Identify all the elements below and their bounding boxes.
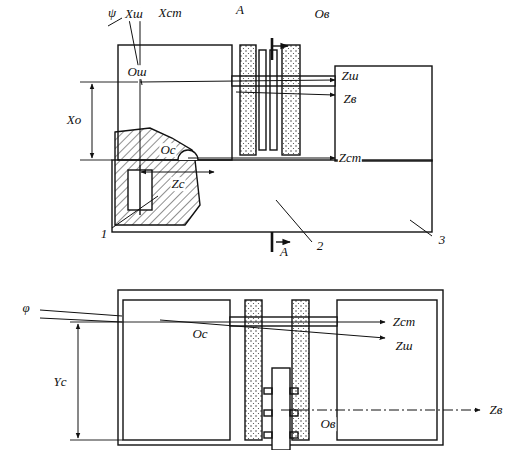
- axis-label: Zст: [392, 315, 416, 329]
- point-label: Oс: [191, 327, 208, 341]
- axis-label: Zст: [338, 151, 362, 165]
- point-label: Oв: [319, 417, 336, 431]
- tailstock: [335, 66, 432, 161]
- dimension-label: Zс: [171, 177, 186, 191]
- angle-symbol: φ: [21, 301, 30, 315]
- axis-label: Zш: [394, 339, 413, 353]
- point-label: Oс: [159, 143, 176, 157]
- angle-symbol: ψ: [107, 6, 117, 20]
- tailstock: [337, 300, 437, 440]
- axis-label: Zв: [343, 92, 358, 106]
- dimension-label: Xо: [66, 113, 82, 127]
- callout-number: 3: [438, 233, 447, 247]
- grinding-wheel: [245, 300, 262, 440]
- wheel-spindle: [272, 368, 290, 450]
- wheel-flange: [270, 50, 277, 150]
- wheel-flange: [259, 50, 266, 150]
- axis-label: Xш: [124, 7, 144, 21]
- dimension-label: Yс: [53, 375, 68, 389]
- grinding-wheel: [240, 45, 256, 155]
- point-label: Oв: [313, 7, 330, 21]
- section-mark: A: [279, 245, 289, 259]
- section-mark: A: [235, 3, 245, 17]
- callout-number: 1: [100, 227, 109, 241]
- axis-label: Zш: [340, 69, 359, 83]
- grinding-wheel: [292, 300, 309, 440]
- axis-label: Xст: [157, 6, 182, 20]
- grinding-wheel: [282, 45, 300, 155]
- axis-label: Zв: [489, 403, 504, 417]
- spindle-bolts: [264, 388, 298, 438]
- callout-number: 2: [316, 239, 325, 253]
- point-label: Oш: [126, 65, 147, 79]
- cutaway-section: [115, 128, 200, 225]
